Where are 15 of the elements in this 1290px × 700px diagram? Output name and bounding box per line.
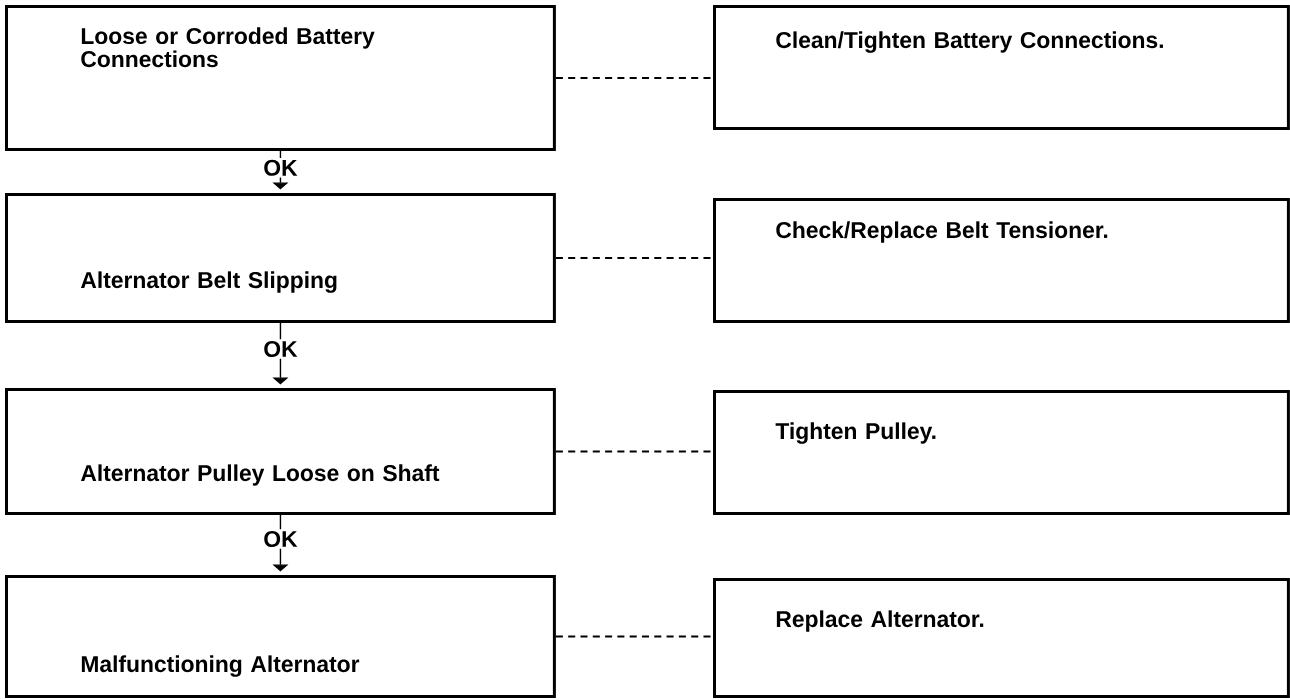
dashed-connector bbox=[555, 635, 713, 638]
edge-label: OK bbox=[264, 530, 298, 548]
process-box: Alternator Pulley Loose on Shaft bbox=[5, 388, 556, 515]
dashed-connector bbox=[555, 450, 713, 453]
process-box: Malfunctioning Alternator bbox=[5, 575, 556, 698]
dashed-connector bbox=[555, 256, 713, 260]
process-box: Check/Replace Belt Tensioner. bbox=[713, 198, 1290, 323]
edge-label: OK bbox=[264, 159, 298, 176]
edge-label: OK bbox=[264, 340, 298, 358]
process-box: Loose or Corroded Battery Connections bbox=[5, 5, 556, 151]
process-box: Alternator Belt Slipping bbox=[5, 193, 556, 323]
dashed-connector bbox=[555, 76, 713, 80]
process-box: Tighten Pulley. bbox=[713, 390, 1290, 515]
process-box: Replace Alternator. bbox=[713, 578, 1290, 698]
process-box: Clean/Tighten Battery Connections. bbox=[713, 5, 1290, 130]
